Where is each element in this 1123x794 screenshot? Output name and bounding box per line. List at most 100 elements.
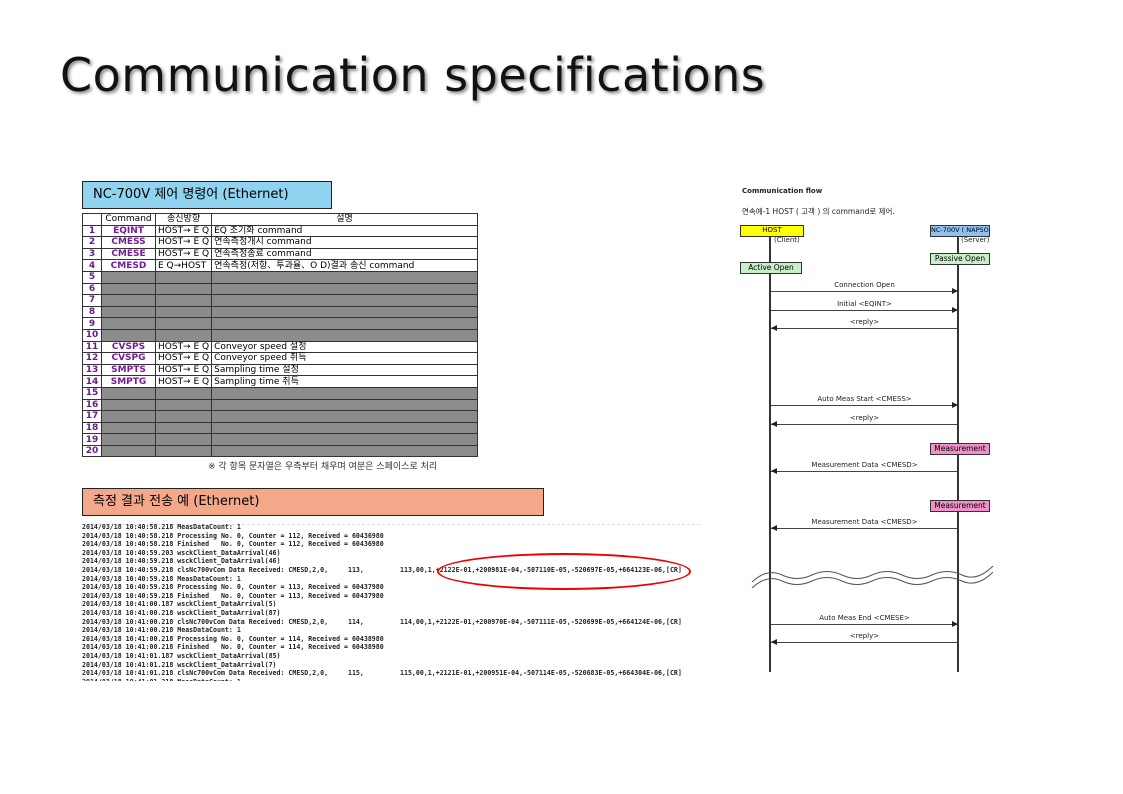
row-number: 19 — [82, 433, 102, 446]
row-number: 9 — [82, 317, 102, 330]
log-text: 2014/03/18 10:41:01.218 wsckClient_DataA… — [82, 660, 277, 669]
log-line: 2014/03/18 10:41:00.218 Processing No. 0… — [82, 635, 700, 644]
table-row: 20 — [82, 444, 478, 458]
measurement-box: Measurement — [930, 443, 990, 455]
direction-cell — [154, 410, 213, 423]
command-cell: CVSPS — [101, 340, 156, 354]
message-measurement-data: Measurement Data <CMESD> — [771, 461, 958, 474]
log-line: 2014/03/18 10:41:00.218 Finished No. 0, … — [82, 643, 700, 652]
log-divider — [82, 524, 700, 525]
log-text: 2014/03/18 10:40:59.218 clsNc700vCom Dat… — [82, 565, 364, 574]
table-row: 10 — [82, 328, 478, 342]
description-cell: Conveyor speed 설정 — [211, 340, 478, 354]
row-number: 1 — [82, 224, 102, 238]
description-cell: 연속측정종료 command — [211, 247, 478, 261]
command-section-caption: NC-700V 제어 명령어 (Ethernet) — [82, 181, 332, 209]
row-number: 11 — [82, 340, 102, 354]
log-data-values: 114,00,1,+2122E-01,+200970E-04,-507111E-… — [400, 617, 682, 626]
message-reply: <reply> — [771, 318, 958, 331]
description-cell: Conveyor speed 취득 — [211, 352, 478, 365]
direction-cell — [154, 444, 213, 458]
time-break-wave-icon — [751, 565, 994, 589]
log-line: 2014/03/18 10:40:59.218 Finished No. 0, … — [82, 592, 700, 601]
command-cell — [101, 433, 156, 446]
host-lifeline — [769, 235, 771, 672]
host-role: (Client) — [774, 236, 800, 244]
row-number: 17 — [82, 410, 102, 423]
arrow-right-icon — [952, 402, 958, 408]
command-cell — [101, 421, 156, 435]
log-output: 2014/03/18 10:40:58.218 MeasDataCount: 1… — [82, 523, 700, 681]
log-line: 2014/03/18 10:41:01.218 wsckClient_DataA… — [82, 661, 700, 670]
description-cell — [211, 282, 478, 296]
message-connection-open: Connection Open — [771, 281, 958, 294]
row-number: 14 — [82, 375, 102, 388]
description-cell — [211, 433, 478, 446]
command-cell — [101, 305, 156, 319]
direction-cell — [154, 294, 213, 307]
log-text: 2014/03/18 10:40:58.218 Finished No. 0, … — [82, 540, 384, 549]
table-row: 8 — [82, 305, 478, 319]
description-cell — [211, 421, 478, 435]
table-row: 16 — [82, 398, 478, 412]
description-cell — [211, 398, 478, 412]
command-cell: CMESD — [101, 259, 156, 272]
log-text: 2014/03/18 10:40:59.218 MeasDataCount: 1 — [82, 574, 241, 583]
command-cell — [101, 410, 156, 423]
description-cell — [211, 317, 478, 330]
row-number: 7 — [82, 294, 102, 307]
header-direction: 송신방향 — [154, 213, 213, 226]
description-cell: 연속측정개시 command — [211, 236, 478, 249]
row-number: 18 — [82, 421, 102, 435]
description-cell — [211, 444, 478, 458]
command-cell — [101, 317, 156, 330]
arrow-left-icon — [771, 421, 777, 427]
description-cell: 연속측정(저항、투과율、O D)결과 송신 command — [211, 259, 478, 272]
message-auto-meas-end: Auto Meas End <CMESE> — [771, 614, 958, 627]
table-note: ※ 각 항목 문자열은 우측부터 채우며 여분은 스페이스로 처리 — [208, 462, 438, 472]
header-no — [82, 213, 102, 226]
table-header-row: Command 송신방향 설명 — [82, 213, 478, 226]
command-cell — [101, 386, 156, 400]
server-box: NC-700V ( NAPSON ) — [930, 225, 990, 237]
log-data-values: 115,00,1,+2121E-01,+200951E-04,-507114E-… — [400, 669, 682, 678]
flow-title: Communication flow — [742, 187, 823, 195]
direction-cell: HOST→ E Q — [154, 375, 213, 388]
command-cell — [101, 294, 156, 307]
table-row: 9 — [82, 317, 478, 330]
flow-subtitle: 연속예-1 HOST ( 고객 ) 의 command로 제어. — [742, 207, 895, 216]
log-line: 2014/03/18 10:40:59.203 wsckClient_DataA… — [82, 549, 700, 558]
log-line: 2014/03/18 10:41:01.187 wsckClient_DataA… — [82, 652, 700, 661]
table-row: 19 — [82, 433, 478, 446]
log-line: 2014/03/18 10:41:01.218 MeasDataCount: 1 — [82, 678, 700, 681]
description-cell — [211, 305, 478, 319]
description-cell — [211, 270, 478, 284]
log-text: 2014/03/18 10:41:00.218 MeasDataCount: 1 — [82, 626, 241, 635]
log-text: 2014/03/18 10:40:59.218 Finished No. 0, … — [82, 591, 384, 600]
description-cell: EQ 조기화 command — [211, 224, 478, 238]
arrow-right-icon — [952, 288, 958, 294]
direction-cell — [154, 282, 213, 296]
table-row: 5 — [82, 270, 478, 284]
log-line: 2014/03/18 10:41:01.218 clsNc700vCom Dat… — [82, 669, 700, 678]
log-line: 2014/03/18 10:40:58.218 Processing No. 0… — [82, 532, 700, 541]
message-reply: <reply> — [771, 414, 958, 427]
row-number: 15 — [82, 386, 102, 400]
arrow-right-icon — [952, 621, 958, 627]
command-cell — [101, 328, 156, 342]
command-cell: CMESE — [101, 247, 156, 261]
description-cell — [211, 386, 478, 400]
table-row: 15 — [82, 386, 478, 400]
log-text: 2014/03/18 10:41:00.218 wsckClient_DataA… — [82, 608, 281, 617]
direction-cell: HOST→ E Q — [154, 224, 213, 238]
arrow-left-icon — [771, 325, 777, 331]
command-cell — [101, 270, 156, 284]
table-row: 18 — [82, 421, 478, 435]
log-line: 2014/03/18 10:40:59.218 MeasDataCount: 1 — [82, 575, 700, 584]
